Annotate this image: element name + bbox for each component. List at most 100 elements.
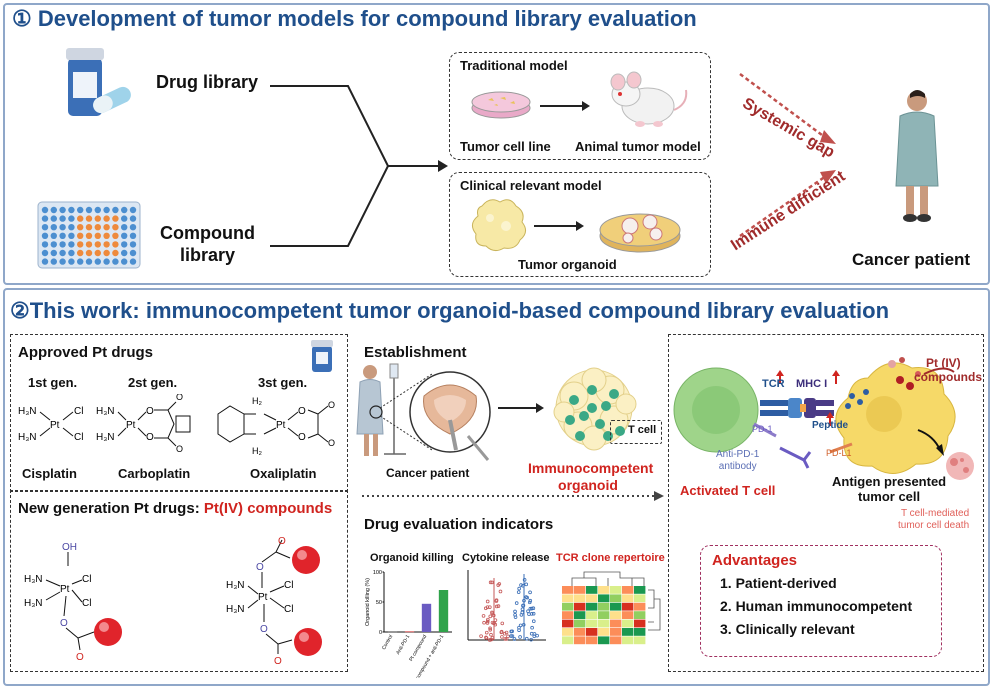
heatmap-cell: [574, 602, 586, 611]
plate-well: [94, 215, 101, 222]
ptiv2-o-3: O: [260, 624, 268, 635]
heatmap-cell: [586, 586, 598, 594]
traditional-model-box: [449, 52, 711, 160]
peptide-label: Peptide: [812, 420, 849, 431]
arrow-right-icon: [540, 101, 590, 111]
new-gen-title: New generation Pt drugs: Pt(IV) compound…: [18, 500, 332, 517]
pt-iv-line1: Pt (IV): [926, 356, 961, 370]
scatter-point: [491, 613, 496, 618]
heatmap-cell: [586, 602, 598, 611]
plate-well: [129, 224, 137, 231]
heatmap-cell: [562, 594, 574, 603]
plate-well: [94, 258, 101, 265]
plate-well: [85, 224, 93, 231]
plate-well: [59, 232, 66, 239]
plate-well: [112, 241, 119, 248]
plate-well: [103, 215, 110, 222]
merge-arrows: [270, 85, 448, 247]
anti-pd1-line1: Anti-PD-1: [716, 449, 760, 460]
plate-well: [50, 249, 57, 257]
tumor-organoid-label: Tumor organoid: [518, 257, 617, 272]
plate-well: [77, 241, 84, 248]
chart-category-label: Anti-PD-1: [395, 634, 411, 656]
scatter-point: [521, 622, 526, 627]
plate-well: [77, 232, 84, 239]
organoid-blob: [615, 393, 637, 415]
activated-t-label: Activated T cell: [680, 483, 776, 498]
heatmap-cell: [586, 636, 598, 645]
plate-well: [77, 215, 84, 222]
t-cell-dot: [579, 411, 589, 421]
heatmap-cell: [622, 636, 634, 645]
plate-well: [41, 241, 49, 248]
scatter-point: [519, 613, 524, 617]
ptiv2-o-1: O: [256, 562, 264, 573]
scatter-point: [535, 633, 539, 638]
carbo-o-3: O: [176, 394, 183, 402]
chart-bar: [421, 603, 432, 632]
plate-well: [112, 258, 119, 265]
scatter-point: [490, 580, 494, 585]
plate-well: [77, 206, 84, 214]
carboplatin-structure: H₃N H₃N Pt O O O O: [96, 394, 191, 454]
scatter-point: [500, 635, 504, 639]
organoid-blob: [581, 425, 607, 451]
heatmap-cell: [586, 619, 598, 628]
pt-iv-structure-2: O O H₃N H₃N Pt Cl Cl O O: [226, 536, 322, 667]
plate-well: [103, 206, 110, 214]
heatmap-cell: [610, 602, 622, 611]
heatmap-cell: [562, 636, 574, 645]
scatter-point: [488, 580, 493, 585]
scatter-point: [479, 634, 483, 638]
pt-iv-structure-1: OH H₃N H₃N Pt Cl Cl O O: [24, 542, 122, 663]
scatter-point: [524, 582, 529, 587]
scatter-point: [518, 635, 522, 639]
scatter-point: [524, 636, 529, 641]
heatmap-cell: [634, 611, 646, 619]
plate-well: [59, 206, 66, 214]
scatter-point: [488, 626, 492, 631]
plate-well: [50, 206, 57, 214]
scatter-point: [500, 621, 505, 626]
plate-well: [68, 241, 75, 248]
heatmap-cell: [622, 619, 634, 628]
plate-well: [94, 224, 101, 231]
mechanism-illustration: [673, 357, 974, 480]
plate-well: [103, 224, 110, 231]
oxa-pt: Pt: [276, 420, 286, 431]
carbo-o-2: O: [146, 432, 154, 443]
section2-title: ②This work: immunocompetent tumor organo…: [10, 298, 890, 323]
chart-category-label: Control: [381, 634, 394, 651]
scatter-point: [488, 628, 493, 632]
plate-well: [103, 232, 110, 239]
ptiv2-cl-1: Cl: [284, 580, 293, 591]
plate-well: [121, 249, 128, 257]
mouse-icon: [610, 71, 688, 127]
plate-well: [112, 249, 119, 257]
heatmap-cell: [634, 594, 646, 603]
heatmap-dendrogram-side: [648, 589, 661, 631]
scatter-point: [517, 628, 521, 633]
section1-title: ① Development of tumor models for compou…: [12, 6, 697, 31]
ptiv1-cl-1: Cl: [82, 574, 91, 585]
gap-arrows: [739, 72, 836, 238]
cancer-patient-label: Cancer patient: [852, 250, 971, 269]
advantage-item-3: 3. Clinically relevant: [720, 621, 855, 637]
heatmap-cell: [598, 602, 610, 611]
scatter-point: [528, 590, 532, 595]
scatter-point: [531, 611, 536, 616]
plate-well: [50, 241, 57, 248]
scatter-point: [517, 586, 521, 591]
pt-iv-line2: compounds: [914, 370, 982, 384]
plate-well: [94, 232, 101, 239]
oxa-o-4: O: [328, 438, 335, 448]
carbo-pt: Pt: [126, 420, 136, 431]
carboplatin-label: Carboplatin: [118, 466, 191, 481]
scatter-point: [484, 636, 489, 640]
cis-h3n-2: H₃N: [18, 432, 37, 443]
tdeath-label: T cell-mediated tumor cell death: [898, 508, 969, 532]
plate-well: [103, 249, 110, 257]
oxa-h2-2: H₂: [252, 446, 262, 456]
heatmap-cell: [574, 636, 586, 645]
heatmap-cell: [622, 586, 634, 594]
